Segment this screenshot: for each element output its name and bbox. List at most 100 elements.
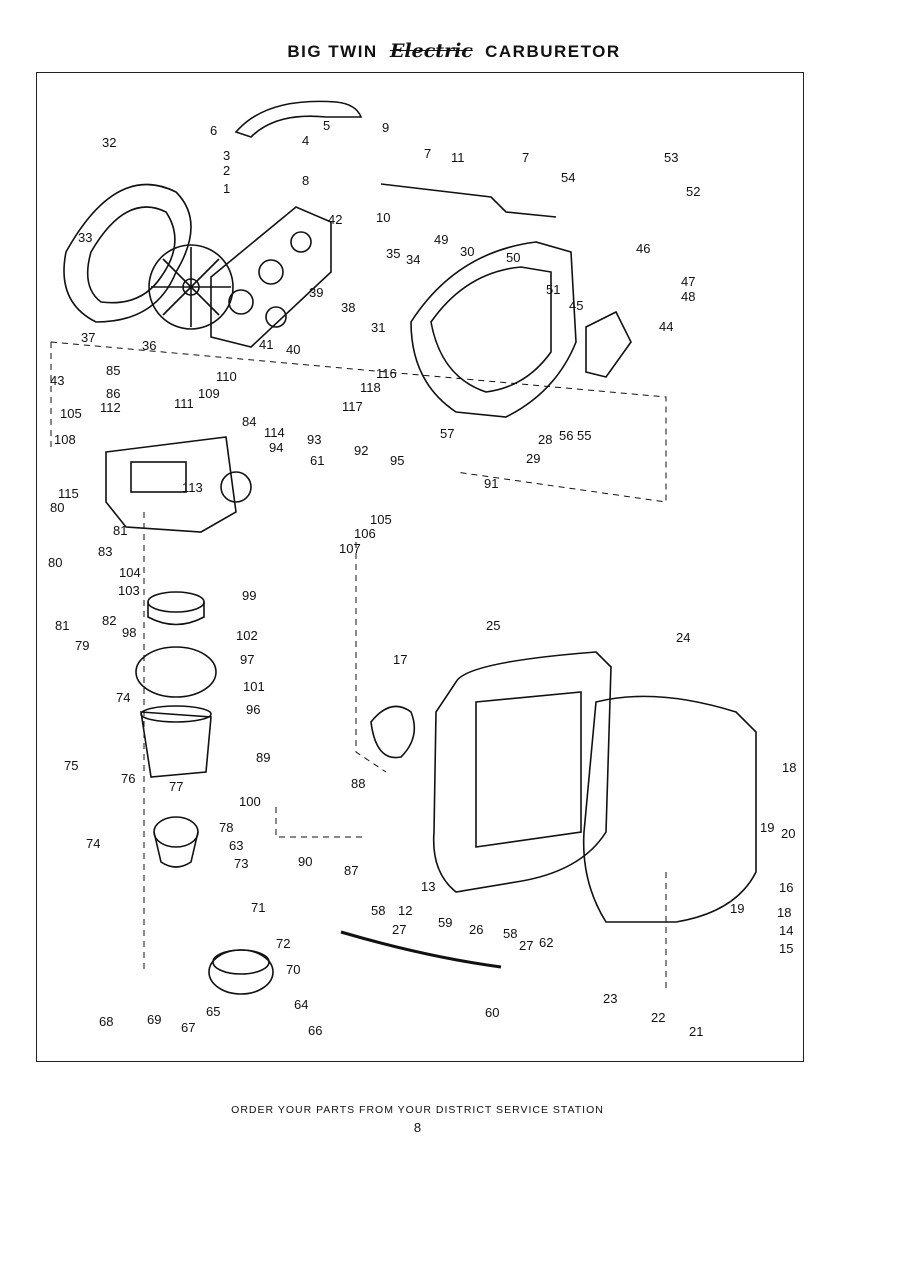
callout-94: 94 [269, 440, 283, 455]
callout-72: 72 [276, 936, 290, 951]
callout-88: 88 [351, 776, 365, 791]
page-title: BIG TWIN Electric CARBURETOR [0, 40, 908, 62]
callout-13: 13 [421, 879, 435, 894]
callout-26: 26 [469, 922, 483, 937]
callout-67: 67 [181, 1020, 195, 1035]
callout-111: 111 [174, 396, 194, 411]
callout-12: 12 [398, 903, 412, 918]
callout-56: 56 [559, 428, 573, 443]
callout-42: 42 [328, 212, 342, 227]
callout-29: 29 [526, 451, 540, 466]
gasket-part-17 [370, 705, 416, 759]
callout-105: 105 [60, 406, 82, 421]
callout-80: 80 [50, 500, 64, 515]
callout-78: 78 [219, 820, 233, 835]
callout-65: 65 [206, 1004, 220, 1019]
callout-52: 52 [686, 184, 700, 199]
callout-55: 55 [577, 428, 591, 443]
callout-6: 6 [210, 123, 217, 138]
fuel-line-part-59 [340, 930, 502, 969]
callout-82: 82 [102, 613, 116, 628]
callout-10: 10 [376, 210, 390, 225]
housing-part-25 [432, 651, 612, 893]
callout-34: 34 [406, 252, 420, 267]
callout-38: 38 [341, 300, 355, 315]
callout-15: 15 [779, 941, 793, 956]
gasket-part-97 [135, 646, 217, 698]
callout-77: 77 [169, 779, 183, 794]
title-script-logo: Electric [389, 40, 473, 62]
gasket-part-32 [63, 183, 192, 323]
callout-84: 84 [242, 414, 256, 429]
exploded-parts-diagram: 6 3 2 1 32 33 5 4 9 7 11 7 8 10 42 53 54… [48, 100, 796, 1039]
callout-5: 5 [323, 118, 330, 133]
callout-107: 107 [339, 541, 361, 556]
gasket-part-44 [585, 310, 632, 378]
page-number: 8 [413, 1120, 422, 1135]
callout-104: 104 [119, 565, 141, 580]
callout-31: 31 [371, 320, 385, 335]
assembly-guide-lines [50, 341, 667, 992]
callout-39: 39 [309, 285, 323, 300]
callout-40: 40 [286, 342, 300, 357]
callout-112: 112 [100, 400, 121, 415]
callout-60: 60 [485, 1005, 499, 1020]
callout-108: 108 [54, 432, 76, 447]
callout-43: 43 [50, 373, 64, 388]
callout-25: 25 [486, 618, 500, 633]
callout-95: 95 [390, 453, 404, 468]
callout-58: 58 [371, 903, 385, 918]
callout-41: 41 [259, 337, 273, 352]
callout-91: 91 [484, 476, 498, 491]
callout-32: 32 [102, 135, 116, 150]
callout-45: 45 [569, 298, 583, 313]
callout-58b: 58 [503, 926, 517, 941]
callout-80b: 80 [48, 555, 62, 570]
callout-92: 92 [354, 443, 368, 458]
callout-27: 27 [392, 922, 406, 937]
callout-64: 64 [294, 997, 308, 1012]
callout-90: 90 [298, 854, 312, 869]
callout-20: 20 [781, 826, 795, 841]
callout-75: 75 [64, 758, 78, 773]
callout-103: 103 [118, 583, 140, 598]
callout-66: 66 [308, 1023, 322, 1038]
callout-14: 14 [779, 923, 793, 938]
callout-116: 116 [376, 366, 397, 381]
callout-86: 86 [106, 386, 120, 401]
callout-89: 89 [256, 750, 270, 765]
callout-51: 51 [546, 282, 560, 297]
callout-109: 109 [198, 386, 220, 401]
callout-81: 81 [113, 523, 127, 538]
fan-part-36 [148, 244, 234, 330]
callout-17: 17 [393, 652, 407, 667]
diagram-frame [36, 72, 804, 1062]
filter-part-73 [153, 816, 199, 868]
callout-98: 98 [122, 625, 136, 640]
callout-106: 106 [354, 526, 376, 541]
callout-labels: 6 3 2 1 32 33 5 4 9 7 11 7 8 10 42 53 54… [48, 118, 796, 1039]
sediment-bowl-part-70 [208, 949, 274, 995]
callout-50: 50 [506, 250, 520, 265]
callout-99: 99 [242, 588, 256, 603]
callout-19: 19 [760, 820, 774, 835]
callout-7: 7 [424, 146, 431, 161]
callout-30: 30 [460, 244, 474, 259]
callout-63: 63 [229, 838, 243, 853]
callout-37: 37 [81, 330, 95, 345]
callout-71: 71 [251, 900, 265, 915]
callout-61: 61 [310, 453, 324, 468]
float-bowl-part-101 [140, 705, 212, 778]
callout-2: 2 [223, 163, 230, 178]
callout-48: 48 [681, 289, 695, 304]
callout-74b: 74 [86, 836, 100, 851]
callout-7b: 7 [522, 150, 529, 165]
callout-115: 115 [58, 486, 79, 501]
rod-part-11 [380, 183, 557, 218]
bracket-part-6 [234, 100, 363, 138]
callout-59: 59 [438, 915, 452, 930]
callout-68: 68 [99, 1014, 113, 1029]
callout-73: 73 [234, 856, 248, 871]
callout-70: 70 [286, 962, 300, 977]
callout-117: 117 [342, 399, 363, 414]
